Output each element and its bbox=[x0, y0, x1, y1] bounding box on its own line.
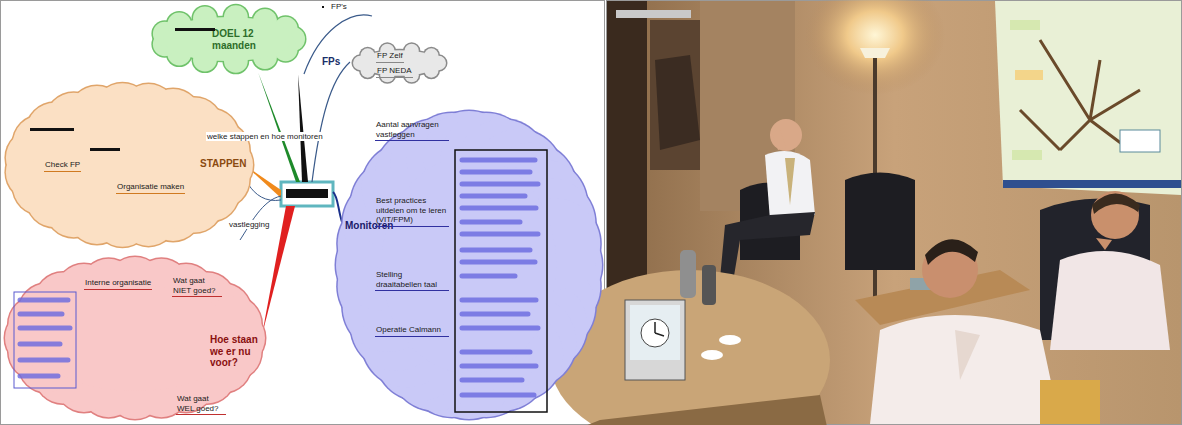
thermos bbox=[702, 265, 716, 305]
coat bbox=[655, 55, 700, 150]
branch-label: FP's bbox=[330, 2, 348, 11]
topic-item: Best practices uitdelen om te leren (VIT… bbox=[375, 196, 449, 227]
person-shirt bbox=[870, 315, 1060, 424]
thermos bbox=[680, 250, 696, 298]
topic-text: Best practices uitdelen om te leren (VIT… bbox=[376, 196, 448, 225]
branch-label: welke stappen en hoe monitoren bbox=[206, 132, 324, 141]
topic-text: Operatie Calmann bbox=[376, 325, 448, 335]
clock-hands bbox=[655, 322, 664, 336]
topic-text: Wat gaat WEL goed? bbox=[177, 394, 225, 413]
branch-label: vastlegging bbox=[228, 220, 270, 229]
branch-heading: Hoe staan we er nu voor? bbox=[210, 334, 260, 369]
person-hand bbox=[1096, 238, 1112, 250]
projection-screen bbox=[995, 1, 1181, 195]
projected-node bbox=[1010, 20, 1040, 30]
collar bbox=[955, 330, 980, 380]
topic-item: FP NEDA bbox=[376, 66, 413, 78]
topic-text: Stelling draaitabellen taal bbox=[376, 270, 448, 289]
topic-text: Interne organisatie bbox=[85, 278, 151, 288]
topic-item: Stelling draaitabellen taal bbox=[375, 270, 449, 291]
topic-item: Wat gaat NIET goed? bbox=[172, 276, 222, 297]
redaction-bar bbox=[286, 189, 328, 198]
chair bbox=[845, 173, 915, 271]
cloud-node: DOEL 12 maanden bbox=[150, 4, 306, 74]
topic-item: Operatie Calmann bbox=[375, 325, 449, 337]
lamp bbox=[860, 48, 890, 58]
hair bbox=[925, 239, 978, 265]
branch-heading: STAPPEN bbox=[200, 158, 250, 170]
center-node bbox=[281, 182, 333, 206]
chair-wood bbox=[1040, 380, 1100, 424]
topic-text: Organisatie maken bbox=[117, 182, 184, 192]
topic-item: Wat gaat WEL goed? bbox=[176, 394, 226, 415]
topic-text: FP Zelf bbox=[377, 51, 403, 61]
cloud-outline bbox=[352, 42, 447, 84]
branch bbox=[298, 74, 308, 182]
coat-rack bbox=[650, 20, 700, 170]
topic-item: FP Zelf bbox=[376, 51, 404, 63]
projected-node bbox=[1012, 150, 1042, 160]
topic-text: Check FP bbox=[45, 160, 80, 170]
branch-heading: DOEL 12 maanden bbox=[212, 28, 272, 51]
cup bbox=[701, 350, 723, 360]
topic-text: Aantal aanvragen vastleggen bbox=[376, 120, 448, 139]
hair bbox=[1092, 194, 1140, 215]
branch-heading: FPs bbox=[322, 56, 348, 68]
clock-face bbox=[641, 319, 669, 347]
taskbar bbox=[1003, 180, 1181, 188]
projected-node bbox=[1120, 130, 1160, 152]
person-shirt bbox=[1050, 251, 1170, 350]
laptop-screen bbox=[630, 305, 680, 360]
person-head bbox=[1091, 191, 1139, 239]
branch bbox=[258, 72, 300, 182]
person-shirt bbox=[765, 151, 815, 220]
tie bbox=[785, 158, 795, 205]
topic-text: FP NEDA bbox=[377, 66, 412, 76]
cloud-node: Hoe staan we er nu voor? Wat gaat NIET go… bbox=[4, 256, 266, 420]
branch bbox=[240, 196, 281, 240]
topic-item: Check FP bbox=[44, 160, 81, 172]
topic-item: Organisatie maken bbox=[116, 182, 185, 194]
cup bbox=[719, 335, 741, 345]
shelf bbox=[616, 10, 691, 18]
table-edge bbox=[550, 395, 830, 425]
cloud-outline bbox=[335, 110, 603, 420]
topic-item: Interne organisatie bbox=[84, 278, 152, 290]
person-head bbox=[770, 119, 802, 151]
projected-node bbox=[1015, 70, 1043, 80]
topic-item: Aantal aanvragen vastleggen bbox=[375, 120, 449, 141]
branch bbox=[312, 62, 350, 182]
cloud-node: FPsFP ZelfFP NEDA bbox=[352, 42, 447, 84]
branch bbox=[333, 192, 342, 222]
cloud-node: MonitorenAantal aanvragen vastleggenBest… bbox=[335, 110, 603, 420]
cloud-node: STAPPEN Check FP Organisatie maken bbox=[4, 82, 254, 248]
person-hand bbox=[772, 130, 786, 150]
laptop bbox=[625, 300, 685, 380]
topic-text: Wat gaat NIET goed? bbox=[173, 276, 221, 295]
